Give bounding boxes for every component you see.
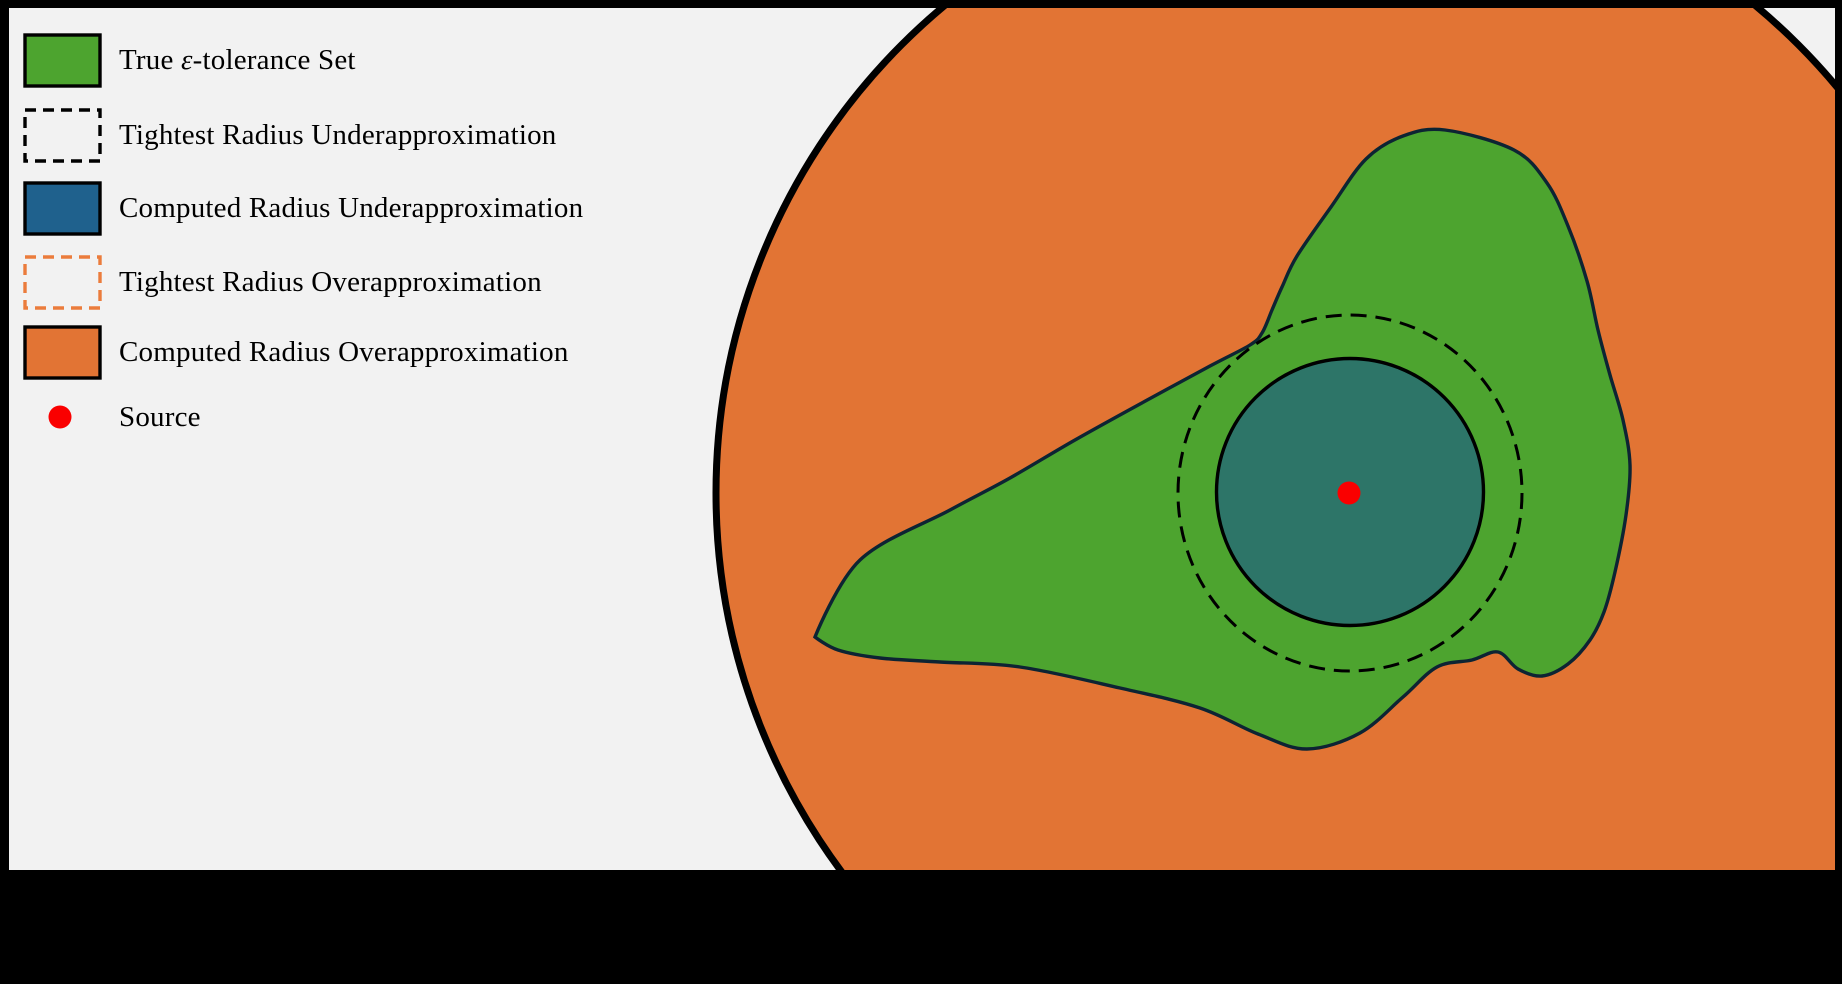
legend-item-computed-radius-overapproximation: Computed Radius Overapproximation <box>0 324 569 380</box>
legend-label-computed-radius-overapproximation: Computed Radius Overapproximation <box>119 335 569 368</box>
legend-label-tightest-radius-overapproximation: Tightest Radius Overapproximation <box>119 265 542 298</box>
legend-label-computed-radius-underapproximation: Computed Radius Underapproximation <box>119 191 584 224</box>
black-dashed-swatch-icon <box>23 107 102 163</box>
epsilon-symbol: ε <box>180 43 193 76</box>
orange-dashed-swatch-icon <box>23 254 102 310</box>
legend-item-computed-radius-underapproximation: Computed Radius Underapproximation <box>0 180 584 236</box>
legend-label-true-tolerance-set: True ε-tolerance Set <box>119 44 356 77</box>
legend-label-tightest-radius-underapproximation: Tightest Radius Underapproximation <box>119 118 557 151</box>
legend-item-source: Source <box>0 390 201 444</box>
red-dot-icon <box>48 405 72 428</box>
legend: True ε-tolerance Set Tightest Radius Und… <box>0 0 700 470</box>
legend-item-true-tolerance-set: True ε-tolerance Set <box>0 32 356 88</box>
legend-label-source: Source <box>119 400 201 433</box>
green-filled-swatch-icon <box>23 32 102 88</box>
legend-item-tightest-radius-underapproximation: Tightest Radius Underapproximation <box>0 107 557 163</box>
legend-label-part: True <box>119 43 181 76</box>
orange-filled-swatch-icon <box>23 324 102 380</box>
legend-item-tightest-radius-overapproximation: Tightest Radius Overapproximation <box>0 254 542 310</box>
tightest-radius-underapproximation-circle <box>1176 313 1524 673</box>
blue-filled-swatch-icon <box>23 180 102 236</box>
source-point <box>1337 481 1361 505</box>
legend-label-part: -tolerance Set <box>192 43 356 76</box>
